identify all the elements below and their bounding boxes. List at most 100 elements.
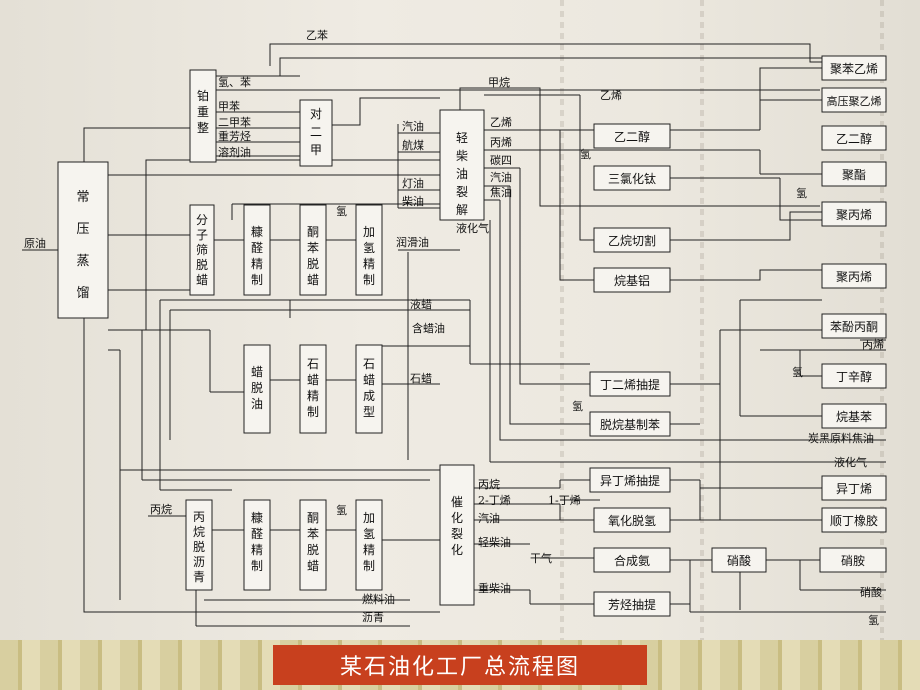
svg-text:蜡: 蜡 xyxy=(251,365,263,379)
svg-text:蜡: 蜡 xyxy=(307,559,319,573)
svg-text:蒸: 蒸 xyxy=(76,254,89,269)
svg-text:馏: 馏 xyxy=(76,286,89,301)
label-h2-f: 氢 xyxy=(336,503,347,517)
box-furf1: 糠 醛 精 制 xyxy=(243,204,271,296)
svg-text:化: 化 xyxy=(451,543,463,557)
box-arom: 芳烃抽提 xyxy=(608,597,656,612)
product-isobutene: 异丁烯 xyxy=(836,482,872,496)
svg-text:铂: 铂 xyxy=(197,88,209,103)
label-solvent: 溶剂油 xyxy=(218,145,251,159)
svg-text:对: 对 xyxy=(310,107,322,121)
svg-text:制: 制 xyxy=(307,405,319,419)
svg-text:制: 制 xyxy=(251,559,263,573)
label-lightdiesel: 轻柴油 xyxy=(478,535,511,549)
label-gasoline3: 汽油 xyxy=(478,511,500,525)
svg-text:石: 石 xyxy=(363,357,375,371)
label-lpg1: 液化气 xyxy=(456,221,489,235)
svg-text:青: 青 xyxy=(193,570,205,584)
background-texture xyxy=(560,0,564,640)
svg-text:油: 油 xyxy=(251,397,263,411)
svg-text:精: 精 xyxy=(363,543,375,557)
svg-text:裂: 裂 xyxy=(456,185,468,199)
svg-text:柴: 柴 xyxy=(456,149,468,163)
svg-text:加: 加 xyxy=(363,225,375,239)
svg-text:沥: 沥 xyxy=(193,555,205,569)
product-phenol: 苯酚丙酮 xyxy=(830,320,878,334)
label-heavyarom: 重芳烃 xyxy=(218,129,251,143)
svg-text:化: 化 xyxy=(451,511,463,525)
box-ammnit: 硝胺 xyxy=(841,554,865,568)
svg-text:制: 制 xyxy=(251,273,263,287)
flowchart: 常 压 蒸 馏 铂 重 整 对 二 甲 分 子 筛 脱 蜡 糠 醛 xyxy=(22,28,887,627)
label-c4: 碳四 xyxy=(490,153,512,167)
label-h2-benzene: 氢、苯 xyxy=(218,75,251,89)
box-ketone1: 酮 苯 脱 蜡 xyxy=(299,204,327,296)
box-crack: 轻 柴 油 裂 解 xyxy=(439,109,485,221)
box-oxdehyd: 氧化脱氢 xyxy=(608,513,656,528)
svg-text:加: 加 xyxy=(363,511,375,525)
svg-text:甲: 甲 xyxy=(310,143,322,157)
svg-text:催: 催 xyxy=(451,495,463,509)
product-polyester: 聚酯 xyxy=(842,168,866,182)
box-butadiene: 丁二烯抽提 xyxy=(600,377,660,392)
svg-text:丙: 丙 xyxy=(193,510,205,524)
svg-text:蜡: 蜡 xyxy=(196,273,208,287)
box-sieve: 分 子 筛 脱 蜡 xyxy=(189,204,215,296)
svg-text:轻: 轻 xyxy=(456,131,468,145)
box-distill: 常 压 蒸 馏 xyxy=(57,161,109,319)
svg-text:酮: 酮 xyxy=(307,225,319,239)
svg-text:整: 整 xyxy=(197,120,209,135)
box-ethcut: 乙烷切割 xyxy=(608,233,656,248)
label-nitricacid: 硝酸 xyxy=(860,585,882,599)
svg-text:筛: 筛 xyxy=(196,242,208,257)
box-wax-ref: 石 蜡 精 制 xyxy=(299,344,327,434)
box-dealkyl: 脱烷基制苯 xyxy=(600,417,660,432)
label-asphalt: 沥青 xyxy=(362,611,384,624)
label-liqwax: 液蜡 xyxy=(410,297,432,311)
svg-text:蜡: 蜡 xyxy=(307,373,319,387)
stream-labels: 原油 乙苯 氢、苯 甲苯 二甲苯 重芳烃 溶剂油 汽油 航煤 灯油 柴油 甲烷 … xyxy=(24,28,884,627)
svg-text:醛: 醛 xyxy=(251,526,263,541)
label-h2-d: 氢 xyxy=(792,365,803,379)
svg-text:石: 石 xyxy=(307,357,319,371)
svg-text:糠: 糠 xyxy=(251,510,263,525)
label-carbon: 炭黑原料焦油 xyxy=(808,431,874,445)
product-boxes: 聚苯乙烯 高压聚乙烯 乙二醇 聚酯 聚丙烯 聚丙烯 苯酚丙酮 丁辛醇 烷基苯 异… xyxy=(821,55,887,533)
svg-text:压: 压 xyxy=(76,222,89,237)
box-reform: 铂 重 整 xyxy=(189,69,217,163)
svg-text:醛: 醛 xyxy=(251,240,263,255)
box-hydro2: 加 氢 精 制 xyxy=(355,499,383,591)
product-glycol: 乙二醇 xyxy=(836,131,872,146)
svg-text:氢: 氢 xyxy=(363,240,375,255)
label-h2-a: 氢 xyxy=(580,147,591,161)
box-nitric: 硝酸 xyxy=(727,553,751,568)
svg-text:烷: 烷 xyxy=(193,525,205,539)
box-alkylal: 烷基铝 xyxy=(614,273,650,288)
svg-text:精: 精 xyxy=(251,543,263,557)
label-paraffin: 石蜡 xyxy=(410,372,432,385)
svg-text:制: 制 xyxy=(363,559,375,573)
label-h2-c: 氢 xyxy=(336,204,347,218)
box-furf2: 糠 醛 精 制 xyxy=(243,499,271,591)
svg-text:苯: 苯 xyxy=(307,241,319,255)
label-heavydiesel: 重柴油 xyxy=(478,581,511,595)
svg-text:精: 精 xyxy=(251,257,263,271)
label-gasoline2: 汽油 xyxy=(490,170,512,184)
svg-text:型: 型 xyxy=(363,405,375,419)
box-wax-form: 石 蜡 成 型 xyxy=(355,344,383,434)
svg-text:常: 常 xyxy=(76,190,89,205)
box-isobut: 异丁烯抽提 xyxy=(600,473,660,488)
label-lpg2: 液化气 xyxy=(834,455,867,469)
box-hydro1: 加 氢 精 制 xyxy=(355,204,383,296)
svg-text:氢: 氢 xyxy=(363,526,375,541)
label-propane: 丙烷 xyxy=(150,502,172,516)
label-fueloil: 燃料油 xyxy=(362,592,395,606)
label-xylene: 二甲苯 xyxy=(218,115,251,129)
svg-text:成: 成 xyxy=(363,389,375,403)
label-h2-out: 氢 xyxy=(868,613,879,627)
label-ethylene1: 乙烯 xyxy=(600,89,622,102)
label-drygas: 干气 xyxy=(530,551,552,565)
svg-text:脱: 脱 xyxy=(251,380,263,395)
title-banner: 某石油化工厂总流程图 xyxy=(273,645,647,685)
product-pp1: 聚丙烯 xyxy=(836,208,872,222)
